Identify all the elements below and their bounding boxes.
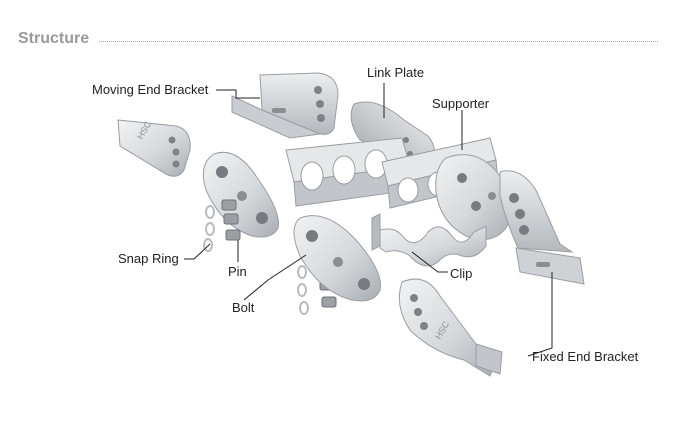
snap-ring-set [203,205,309,315]
leader-moving-end-bracket [216,89,260,99]
link-plate-right [435,154,512,241]
moving-end-bracket-lower: HSC [117,119,191,177]
fixed-end-bracket-upper [499,170,585,285]
section-header: Structure [18,28,658,50]
label-pin: Pin [228,264,247,279]
label-snap-ring: Snap Ring [118,251,179,266]
leader-fixed-end-bracket [527,272,553,357]
dotted-rule [99,40,658,42]
label-clip: Clip [450,266,473,281]
moving-end-bracket-upper [231,72,339,139]
link-plate-assembly [285,101,435,207]
label-link-plate: Link Plate [367,65,425,80]
fixed-end-bracket-lower: HSC [398,278,503,377]
leader-clip [411,251,448,273]
label-bolt: Bolt [232,300,255,315]
link-plate-lower [293,215,381,302]
clip [371,213,487,267]
leader-lines [184,83,553,357]
leader-snap-ring [184,243,211,260]
leader-bolt [243,254,307,301]
label-supporter: Supporter [432,96,490,111]
section-title: Structure [18,30,90,47]
link-plate-left [202,151,280,238]
label-moving-end-bracket: Moving End Bracket [92,82,209,97]
label-fixed-end-bracket: Fixed End Bracket [532,349,639,364]
